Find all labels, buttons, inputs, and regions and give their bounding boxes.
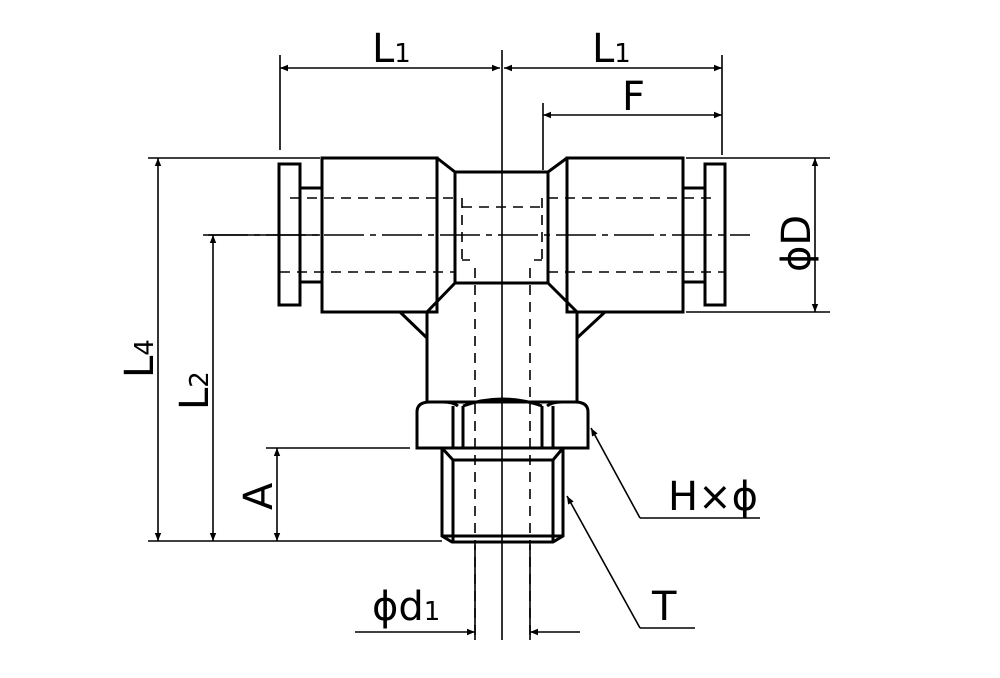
right-release-collar [703,162,727,307]
extension-lines [148,55,830,640]
hex-nut [415,400,590,450]
center-lines [208,50,750,640]
fitting-body [277,156,727,544]
dimension-lines [154,64,819,636]
right-port-body [565,156,685,314]
label-thread: T [651,584,677,630]
dim-label-l1-right: L1 [592,26,631,72]
dim-label-a: A [236,482,282,510]
male-thread [440,448,565,544]
dim-label-l1-left: L1 [372,26,411,72]
dim-label-l4: L4 [117,339,163,378]
dim-label-phi-d: ϕD [774,215,820,272]
left-port-body [320,156,439,314]
label-hex-size: H×ϕ [668,474,758,520]
dim-label-f: F [622,74,645,120]
dim-label-l2: L2 [172,371,218,410]
dim-label-phi-d1: ϕd1 [372,584,440,630]
